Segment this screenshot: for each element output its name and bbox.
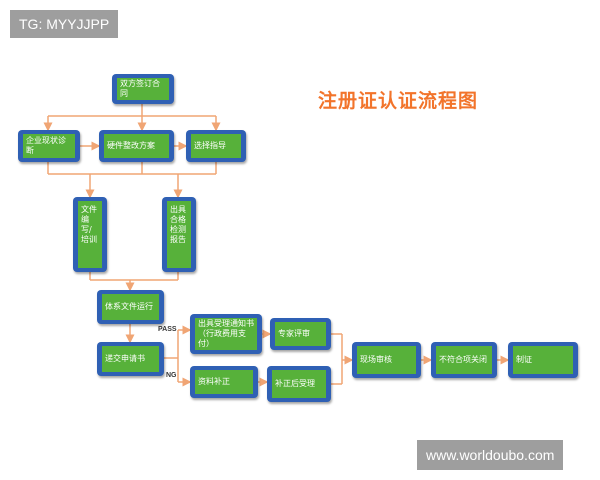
node-doc-writing-label: 文件编写/培训 <box>78 201 102 268</box>
node-nonconformity-closed-label: 不符合项关闭 <box>436 346 492 374</box>
page-title: 注册证认证流程图 <box>318 90 479 112</box>
node-selection-guidance: 选择指导 <box>186 130 246 162</box>
node-sign-contract: 双方签订合同 <box>112 74 174 104</box>
node-onsite-audit-label: 现场审核 <box>357 346 416 374</box>
node-nonconformity-closed: 不符合项关闭 <box>431 342 497 378</box>
node-certification-label: 制证 <box>513 346 573 374</box>
node-after-correction: 补正后受理 <box>267 366 331 402</box>
watermark-bottom: www.worldoubo.com <box>417 440 564 470</box>
node-onsite-audit: 现场审核 <box>352 342 421 378</box>
node-enterprise-diagnosis: 企业现状诊断 <box>18 130 80 162</box>
node-supplement-materials: 资料补正 <box>190 366 258 398</box>
node-after-correction-label: 补正后受理 <box>272 370 326 398</box>
node-selection-guidance-label: 选择指导 <box>191 134 241 158</box>
node-expert-review: 专家评审 <box>270 318 331 350</box>
node-test-report: 出具合格检测报告 <box>162 197 196 272</box>
node-certification: 制证 <box>508 342 578 378</box>
node-enterprise-diagnosis-label: 企业现状诊断 <box>23 134 75 158</box>
node-acceptance-notice: 出具受理通知书（行政费用支付） <box>190 314 262 354</box>
node-doc-writing: 文件编写/培训 <box>73 197 107 272</box>
node-acceptance-notice-label: 出具受理通知书（行政费用支付） <box>195 318 257 350</box>
node-expert-review-label: 专家评审 <box>275 322 326 346</box>
node-system-running: 体系文件运行 <box>97 290 164 324</box>
node-test-report-label: 出具合格检测报告 <box>167 201 191 268</box>
node-system-running-label: 体系文件运行 <box>102 294 159 320</box>
node-sign-contract-label: 双方签订合同 <box>117 78 169 100</box>
edge-label-pass: PASS <box>158 326 177 333</box>
node-supplement-materials-label: 资料补正 <box>195 370 253 394</box>
node-hardware-plan: 硬件整改方案 <box>99 130 174 162</box>
edge-label-ng: NG <box>166 372 177 379</box>
node-submit-application-label: 递交申请书 <box>102 346 159 372</box>
watermark-top: TG: MYYJJPP <box>10 10 119 38</box>
node-hardware-plan-label: 硬件整改方案 <box>104 134 169 158</box>
node-submit-application: 递交申请书 <box>97 342 164 376</box>
